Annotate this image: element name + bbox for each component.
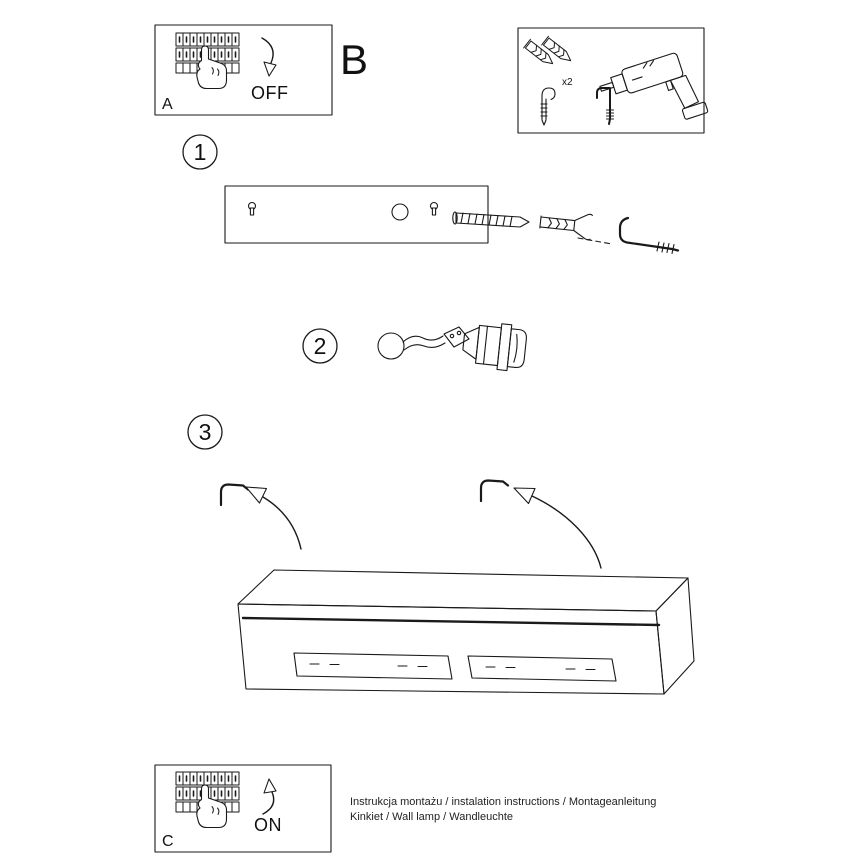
step-1-badge: 1 xyxy=(182,134,218,170)
lamp-diffuser-left xyxy=(293,652,453,680)
wall-plug-icons xyxy=(523,35,575,69)
footer-line-2: Kinkiet / Wall lamp / Wandleuchte xyxy=(350,811,513,823)
plug-count-label: x2 xyxy=(562,77,573,88)
power-off-panel: A OFF xyxy=(154,24,333,116)
hang-arrow-right-icon xyxy=(513,487,602,569)
off-arrow-icon xyxy=(261,37,277,77)
alignment-dashes xyxy=(577,237,613,245)
angle-hook-icon xyxy=(596,87,615,125)
terminal-block-icon xyxy=(443,326,470,348)
wall-anchor-icon xyxy=(539,213,594,241)
hook-screw-icon xyxy=(540,87,556,126)
tools-panel-border xyxy=(517,27,705,134)
hook-right-icon xyxy=(479,479,510,503)
panel-c-label: C xyxy=(162,833,174,850)
footer-line-1: Instrukcja montażu / instalation instruc… xyxy=(350,796,656,808)
power-on-panel-border xyxy=(154,764,332,853)
on-label: ON xyxy=(254,815,282,835)
step-2-badge: 2 xyxy=(302,328,338,364)
wire-2 xyxy=(403,342,446,351)
power-off-panel-border xyxy=(154,24,333,116)
wall-lamp-body xyxy=(237,569,695,695)
step-2: 2 xyxy=(302,323,527,372)
drill-icon xyxy=(599,52,709,120)
lamp-diffuser-right xyxy=(467,655,617,682)
step-3: 3 xyxy=(187,414,695,695)
screw-icon xyxy=(452,211,530,228)
step-1-number: 1 xyxy=(194,139,207,165)
lamp-light-slot xyxy=(241,616,661,627)
step-2-number: 2 xyxy=(314,333,327,359)
lamp-connector-drawing xyxy=(377,323,527,372)
step-3-number: 3 xyxy=(199,419,212,445)
hang-arrow-left-icon xyxy=(245,486,302,550)
on-arrow-icon xyxy=(262,778,277,815)
mounting-plate xyxy=(224,185,489,244)
off-label: OFF xyxy=(251,83,289,103)
wire-1 xyxy=(402,335,444,343)
lamp-socket-icon xyxy=(462,323,527,372)
footer: Instrukcja montażu / instalation instruc… xyxy=(350,796,656,823)
section-b-label: B xyxy=(340,36,368,83)
mounting-ring-icon xyxy=(377,332,405,360)
mounting-hook-icon xyxy=(618,216,680,255)
step-3-badge: 3 xyxy=(187,414,223,450)
tools-panel: x2 xyxy=(517,27,709,134)
breaker-panel-icon-2 xyxy=(175,771,240,829)
breaker-panel-icon xyxy=(175,32,240,90)
step-1: 1 xyxy=(182,134,680,255)
panel-a-label: A xyxy=(162,96,173,113)
power-on-panel: C ON xyxy=(154,764,332,853)
hook-left-icon xyxy=(219,483,250,507)
lamp-right-face xyxy=(655,577,695,695)
